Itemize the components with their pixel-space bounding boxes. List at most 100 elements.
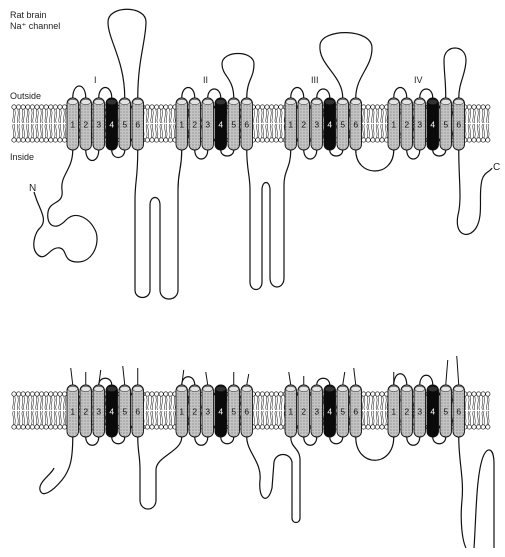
top-domain-1-segment-3: 3 bbox=[93, 98, 105, 150]
bottom-domain-3-segment-6: 6 bbox=[350, 385, 362, 437]
bottom-extracellular-stub-13 bbox=[354, 368, 356, 385]
bottom-domain-1-segment-label: 2 bbox=[83, 407, 88, 417]
domain-label-3: III bbox=[311, 75, 319, 85]
bottom-extracellular-stub-12 bbox=[343, 372, 345, 385]
top-loop-iii-s1-s2 bbox=[291, 88, 304, 99]
bottom-domain-3-segment-5: 5 bbox=[337, 385, 349, 437]
bottom-loop-3-s4-s5 bbox=[330, 437, 343, 444]
bottom-linker-ii-iii bbox=[247, 437, 300, 523]
bottom-loop-i-s3-s4 bbox=[99, 378, 112, 385]
bottom-extracellular-stub-4 bbox=[123, 366, 125, 385]
top-domain-4-segment-3: 3 bbox=[414, 98, 426, 150]
bottom-domain-3-segment-2: 2 bbox=[298, 385, 310, 437]
bottom-domain-4-segment-2: 2 bbox=[401, 385, 413, 437]
top-domain-2-segment-label: 3 bbox=[205, 120, 210, 130]
bottom-loop-2-s4-s5 bbox=[221, 437, 234, 444]
top-domain-3-segment-label: 3 bbox=[314, 120, 319, 130]
bottom-loop-ii-s1-s2 bbox=[182, 377, 195, 385]
bottom-domain-4-segment-label: 3 bbox=[417, 407, 422, 417]
top-domain-2-segment-6: 6 bbox=[241, 98, 253, 150]
top-loop-i-s2-s3 bbox=[86, 150, 99, 161]
top-loop-iii-s4-s5 bbox=[330, 150, 343, 156]
top-domain-3-segment-label: 1 bbox=[288, 120, 293, 130]
top-linker-i-ii bbox=[135, 150, 182, 299]
bottom-domain-3-segment-label: 5 bbox=[340, 407, 345, 417]
bottom-loop-3-s2-s3 bbox=[304, 437, 317, 445]
top-domain-4-segment-label: 2 bbox=[404, 120, 409, 130]
bottom-domain-1-segment-label: 3 bbox=[96, 407, 101, 417]
top-loop-iv-s1-s2 bbox=[394, 88, 407, 99]
c-terminus-label: C bbox=[493, 163, 500, 173]
bottom-linker-i-ii bbox=[138, 437, 182, 509]
bottom-loop-1-s4-s5 bbox=[112, 437, 125, 444]
top-domain-3-segment-5: 5 bbox=[337, 98, 349, 150]
top-domain-2-segment-1: 1 bbox=[176, 98, 188, 150]
bottom-loop-iii-s3-s4 bbox=[317, 378, 330, 385]
top-loop-iv-s2-s3 bbox=[407, 150, 420, 159]
bottom-extracellular-stub-16 bbox=[457, 356, 459, 385]
top-loop-i-p-loop bbox=[108, 9, 146, 98]
bottom-c-terminus bbox=[459, 437, 494, 548]
top-domain-4-segment-2: 2 bbox=[401, 98, 413, 150]
bottom-domain-3-segment-1: 1 bbox=[285, 385, 297, 437]
bottom-domain-1-segment-label: 1 bbox=[70, 407, 75, 417]
bottom-domain-1-segment-label: 5 bbox=[122, 407, 127, 417]
top-loop-iv-s3-s4 bbox=[420, 89, 433, 98]
n-terminus-label: N bbox=[29, 184, 36, 194]
top-domain-1-segment-5: 5 bbox=[119, 98, 131, 150]
top-domain-4-s4-voltage-sensor: 4 bbox=[427, 98, 439, 150]
top-domain-1-segment-label: 3 bbox=[96, 120, 101, 130]
top-loop-iii-s3-s4 bbox=[317, 89, 330, 98]
bottom-domain-1-s4-voltage-sensor: 4 bbox=[106, 385, 118, 437]
bottom-domain-1-segment-3: 3 bbox=[93, 385, 105, 437]
domain-label-1: I bbox=[94, 75, 97, 85]
bottom-domain-2-segment-label: 5 bbox=[231, 407, 236, 417]
top-domain-1-segment-label: 6 bbox=[135, 120, 140, 130]
top-linker-iii-iv bbox=[356, 150, 394, 171]
top-n-terminus bbox=[34, 150, 97, 262]
domain-label-2: II bbox=[203, 75, 208, 85]
bottom-domain-2-segment-1: 1 bbox=[176, 385, 188, 437]
bottom-domain-3-segment-label: 6 bbox=[353, 407, 358, 417]
bottom-n-terminus-fragment bbox=[40, 437, 73, 494]
top-domain-3-s4-voltage-sensor: 4 bbox=[324, 98, 336, 150]
bottom-extracellular-stub-9 bbox=[247, 374, 249, 385]
bottom-domain-4-s4-voltage-sensor: 4 bbox=[427, 385, 439, 437]
bottom-domain-2-segment-label: 4 bbox=[218, 407, 223, 417]
top-domain-2-s4-voltage-sensor: 4 bbox=[215, 98, 227, 150]
bottom-domain-1-segment-label: 4 bbox=[109, 407, 114, 417]
bottom-domain-3-segment-3: 3 bbox=[311, 385, 323, 437]
top-domain-1-segment-6: 6 bbox=[132, 98, 144, 150]
bottom-loop-iv-s3-s4 bbox=[420, 375, 433, 385]
bottom-domain-2-segment-label: 6 bbox=[244, 407, 249, 417]
top-domain-2-segment-label: 4 bbox=[218, 120, 223, 130]
bottom-extracellular-stub-7 bbox=[206, 372, 208, 385]
bottom-domain-2-segment-label: 2 bbox=[192, 407, 197, 417]
bottom-domain-2-s4-voltage-sensor: 4 bbox=[215, 385, 227, 437]
top-domain-3-segment-label: 5 bbox=[340, 120, 345, 130]
top-domain-1-segment-1: 1 bbox=[67, 98, 79, 150]
bottom-domain-4-segment-1: 1 bbox=[388, 385, 400, 437]
top-loop-ii-p-loop bbox=[222, 54, 254, 99]
top-loop-ii-s4-s5 bbox=[221, 150, 234, 156]
bottom-domain-2-segment-5: 5 bbox=[228, 385, 240, 437]
top-domain-2-segment-2: 2 bbox=[189, 98, 201, 150]
bottom-domain-4-segment-label: 6 bbox=[456, 407, 461, 417]
top-domain-2-segment-label: 6 bbox=[244, 120, 249, 130]
top-domain-4-segment-1: 1 bbox=[388, 98, 400, 150]
bottom-domain-1-segment-5: 5 bbox=[119, 385, 131, 437]
bottom-loop-4-s2-s3 bbox=[407, 437, 420, 445]
bottom-domain-2-segment-6: 6 bbox=[241, 385, 253, 437]
top-domain-1-segment-label: 2 bbox=[83, 120, 88, 130]
top-loop-ii-s2-s3 bbox=[195, 150, 208, 159]
top-loop-iii-s2-s3 bbox=[304, 150, 317, 159]
bottom-domain-3-s4-voltage-sensor: 4 bbox=[324, 385, 336, 437]
top-domain-3-segment-3: 3 bbox=[311, 98, 323, 150]
bottom-domain-4-segment-label: 1 bbox=[391, 407, 396, 417]
bottom-loop-2-s2-s3 bbox=[195, 437, 208, 445]
bottom-domain-4-segment-label: 5 bbox=[443, 407, 448, 417]
top-domain-3-segment-label: 4 bbox=[327, 120, 332, 130]
title-line-2: Na⁺ channel bbox=[10, 21, 60, 31]
